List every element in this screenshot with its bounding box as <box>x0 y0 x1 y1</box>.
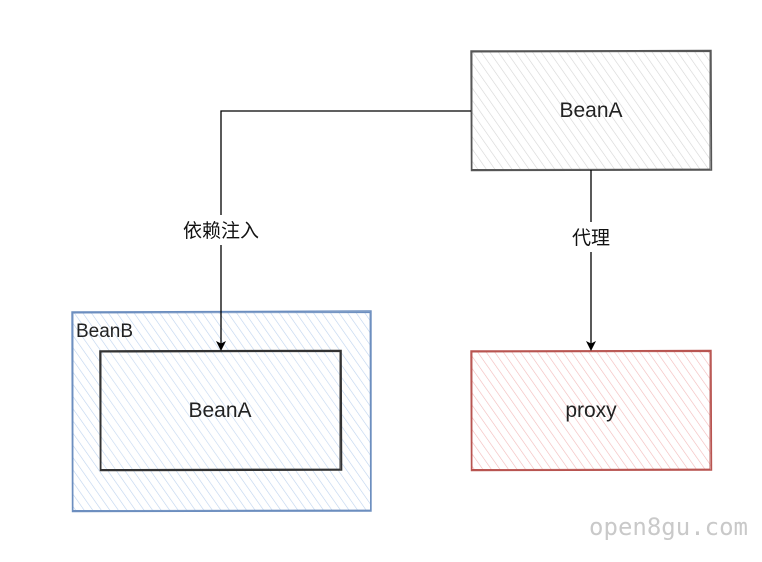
watermark-text: open8gu.com <box>589 513 748 541</box>
proxy-edge[interactable]: 代理 <box>568 170 614 351</box>
bean-a-top-node[interactable]: BeanA <box>470 49 713 172</box>
bean-a-inner-label: BeanA <box>188 399 251 422</box>
bean-a-top-label: BeanA <box>559 99 622 122</box>
bean-b-container-label: BeanB <box>76 321 133 342</box>
proxy-label: proxy <box>565 399 617 422</box>
dependency-injection-edge[interactable]: 依赖注入 <box>176 110 471 351</box>
proxy-edge-label: 代理 <box>572 227 610 249</box>
dependency-injection-label: 依赖注入 <box>183 220 259 242</box>
bean-a-inner-node[interactable]: BeanA <box>99 349 343 472</box>
proxy-node[interactable]: proxy <box>470 349 713 472</box>
